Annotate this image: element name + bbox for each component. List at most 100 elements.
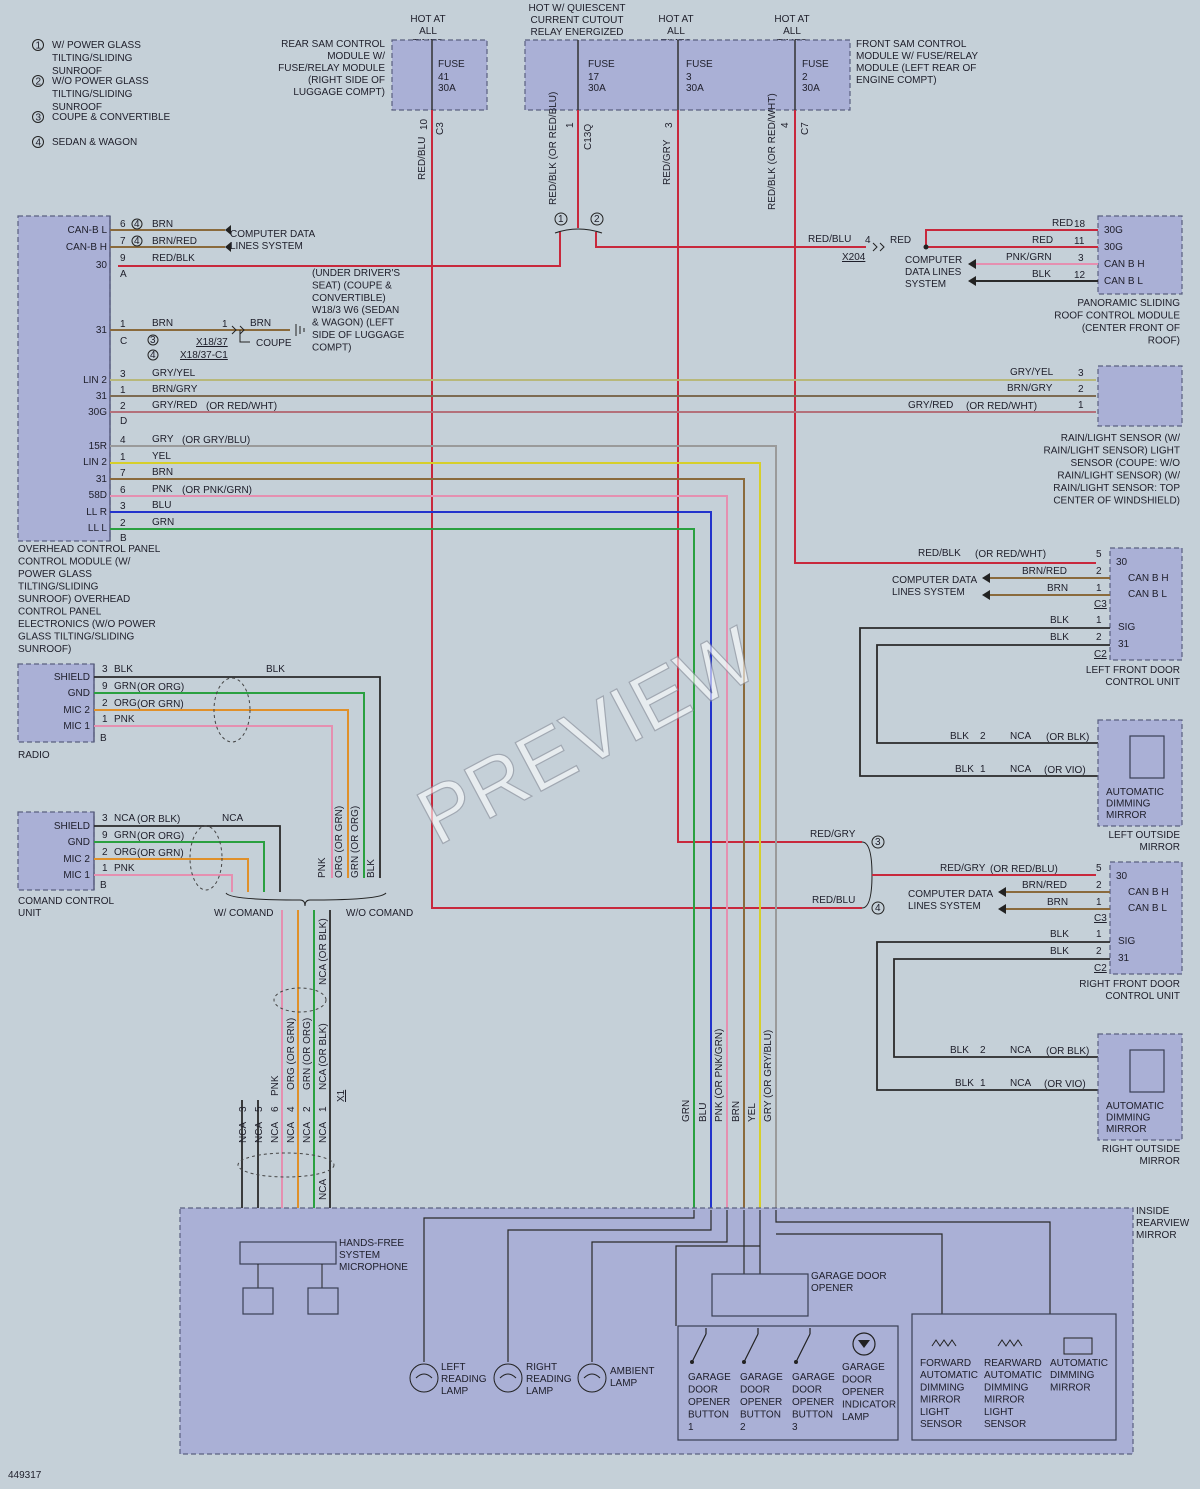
svg-text:RED/BLK (OR RED/WHT): RED/BLK (OR RED/WHT)	[767, 93, 778, 210]
svg-text:C2: C2	[1094, 649, 1107, 660]
svg-text:SHIELD: SHIELD	[54, 672, 90, 683]
svg-text:CAN B H: CAN B H	[1128, 887, 1169, 898]
svg-text:C: C	[120, 336, 127, 347]
svg-text:6: 6	[270, 1106, 281, 1112]
svg-text:4: 4	[780, 122, 791, 128]
svg-text:30G: 30G	[88, 407, 107, 418]
svg-text:B: B	[120, 533, 127, 544]
svg-text:B: B	[100, 880, 107, 891]
svg-text:2: 2	[1096, 632, 1102, 643]
svg-text:BRN: BRN	[250, 318, 271, 329]
svg-text:D: D	[120, 416, 127, 427]
svg-text:BLU: BLU	[152, 500, 171, 511]
svg-text:2: 2	[594, 214, 600, 225]
svg-text:(OR GRN): (OR GRN)	[137, 848, 184, 859]
svg-text:3: 3	[120, 369, 126, 380]
svg-text:30G: 30G	[1104, 242, 1123, 253]
svg-text:GRY/YEL: GRY/YEL	[1010, 367, 1054, 378]
svg-text:(OR ORG): (OR ORG)	[137, 682, 184, 693]
svg-text:(OR VIO): (OR VIO)	[1044, 1079, 1086, 1090]
svg-text:GRY/YEL: GRY/YEL	[152, 368, 196, 379]
svg-text:31: 31	[96, 391, 108, 402]
svg-text:1: 1	[318, 1106, 329, 1112]
svg-text:3: 3	[36, 113, 42, 124]
svg-text:C3: C3	[1094, 599, 1107, 610]
ambient-lamp-icon	[577, 1363, 607, 1393]
svg-text:RAIN/LIGHT SENSOR (W/RAIN/LIGH: RAIN/LIGHT SENSOR (W/RAIN/LIGHT SENSOR) …	[1043, 433, 1180, 507]
svg-text:NCA: NCA	[270, 1122, 281, 1143]
svg-text:CAN B L: CAN B L	[1128, 589, 1167, 600]
svg-text:1: 1	[36, 41, 42, 52]
svg-text:BLK: BLK	[1032, 269, 1051, 280]
svg-text:RED/GRY: RED/GRY	[662, 139, 673, 185]
svg-text:X18/37: X18/37	[196, 337, 228, 348]
wire-blu	[110, 511, 712, 1210]
svg-text:RED/GRY: RED/GRY	[940, 863, 986, 874]
svg-text:RED/GRY: RED/GRY	[810, 829, 856, 840]
svg-text:BRN: BRN	[1047, 897, 1068, 908]
svg-text:2: 2	[1096, 566, 1102, 577]
svg-text:NCA: NCA	[238, 1122, 249, 1143]
wire-red-blk-to-overhead	[118, 232, 561, 267]
svg-text:2: 2	[1096, 880, 1102, 891]
svg-text:NCA: NCA	[302, 1122, 313, 1143]
svg-text:NCA (OR BLK): NCA (OR BLK)	[318, 918, 329, 985]
svg-text:5: 5	[254, 1106, 265, 1112]
svg-text:W/O COMAND: W/O COMAND	[346, 908, 413, 919]
svg-text:RED: RED	[1032, 235, 1053, 246]
svg-text:NCA: NCA	[114, 813, 135, 824]
main-wires	[118, 110, 1096, 909]
svg-text:(OR VIO): (OR VIO)	[1044, 765, 1086, 776]
svg-text:RED/BLK: RED/BLK	[918, 548, 961, 559]
svg-text:2: 2	[302, 1106, 313, 1112]
svg-text:31: 31	[96, 474, 108, 485]
garage-button-1-icon	[690, 1360, 694, 1364]
svg-text:GRY/RED: GRY/RED	[152, 400, 197, 411]
svg-text:LL L: LL L	[88, 523, 108, 534]
overhead-box	[17, 215, 111, 542]
svg-text:(OR RED/WHT): (OR RED/WHT)	[206, 401, 277, 412]
svg-text:C2: C2	[1094, 963, 1107, 974]
svg-text:NCA: NCA	[254, 1122, 265, 1143]
svg-text:W/ COMAND: W/ COMAND	[214, 908, 273, 919]
svg-text:PNK: PNK	[114, 863, 135, 874]
svg-text:4: 4	[286, 1106, 297, 1112]
svg-text:RED: RED	[1052, 218, 1073, 229]
svg-text:1: 1	[980, 1078, 986, 1089]
svg-text:NCA: NCA	[1010, 1045, 1031, 1056]
radio: SHIELD GND MIC 2 MIC 1 B RADIO 3 BLK BLK…	[17, 663, 381, 878]
svg-text:BLK: BLK	[1050, 615, 1069, 626]
svg-text:RED/BLK (OR RED/BLU): RED/BLK (OR RED/BLU)	[548, 92, 559, 205]
svg-text:(OR RED/WHT): (OR RED/WHT)	[966, 401, 1037, 412]
svg-text:PNK: PNK	[270, 1075, 281, 1096]
panoramic-sliding-roof-module: 30G 30G CAN B H CAN B L PANORAMIC SLIDIN…	[808, 215, 1183, 347]
svg-text:12: 12	[1074, 270, 1086, 281]
wire-grn	[110, 528, 695, 1210]
rearward-light-sensor-icon	[997, 1339, 1023, 1347]
svg-text:GND: GND	[68, 688, 90, 699]
wire-red-blk-fuse2	[794, 110, 1096, 564]
right-outside-mirror: BLK 2 NCA (OR BLK) BLK 1 NCA (OR VIO) AU…	[950, 1033, 1183, 1167]
svg-text:18: 18	[1074, 219, 1086, 230]
svg-text:2: 2	[980, 731, 986, 742]
svg-text:RED/BLU: RED/BLU	[812, 895, 855, 906]
svg-text:1: 1	[1078, 400, 1084, 411]
svg-text:BLK: BLK	[955, 764, 974, 775]
svg-text:MIC 1: MIC 1	[63, 870, 90, 881]
svg-text:LIN 2: LIN 2	[83, 457, 107, 468]
wire-pnk	[110, 495, 728, 1210]
svg-text:(OR RED/WHT): (OR RED/WHT)	[975, 549, 1046, 560]
svg-text:BRN: BRN	[1047, 583, 1068, 594]
svg-text:1: 1	[1096, 583, 1102, 594]
svg-text:1: 1	[222, 319, 228, 330]
